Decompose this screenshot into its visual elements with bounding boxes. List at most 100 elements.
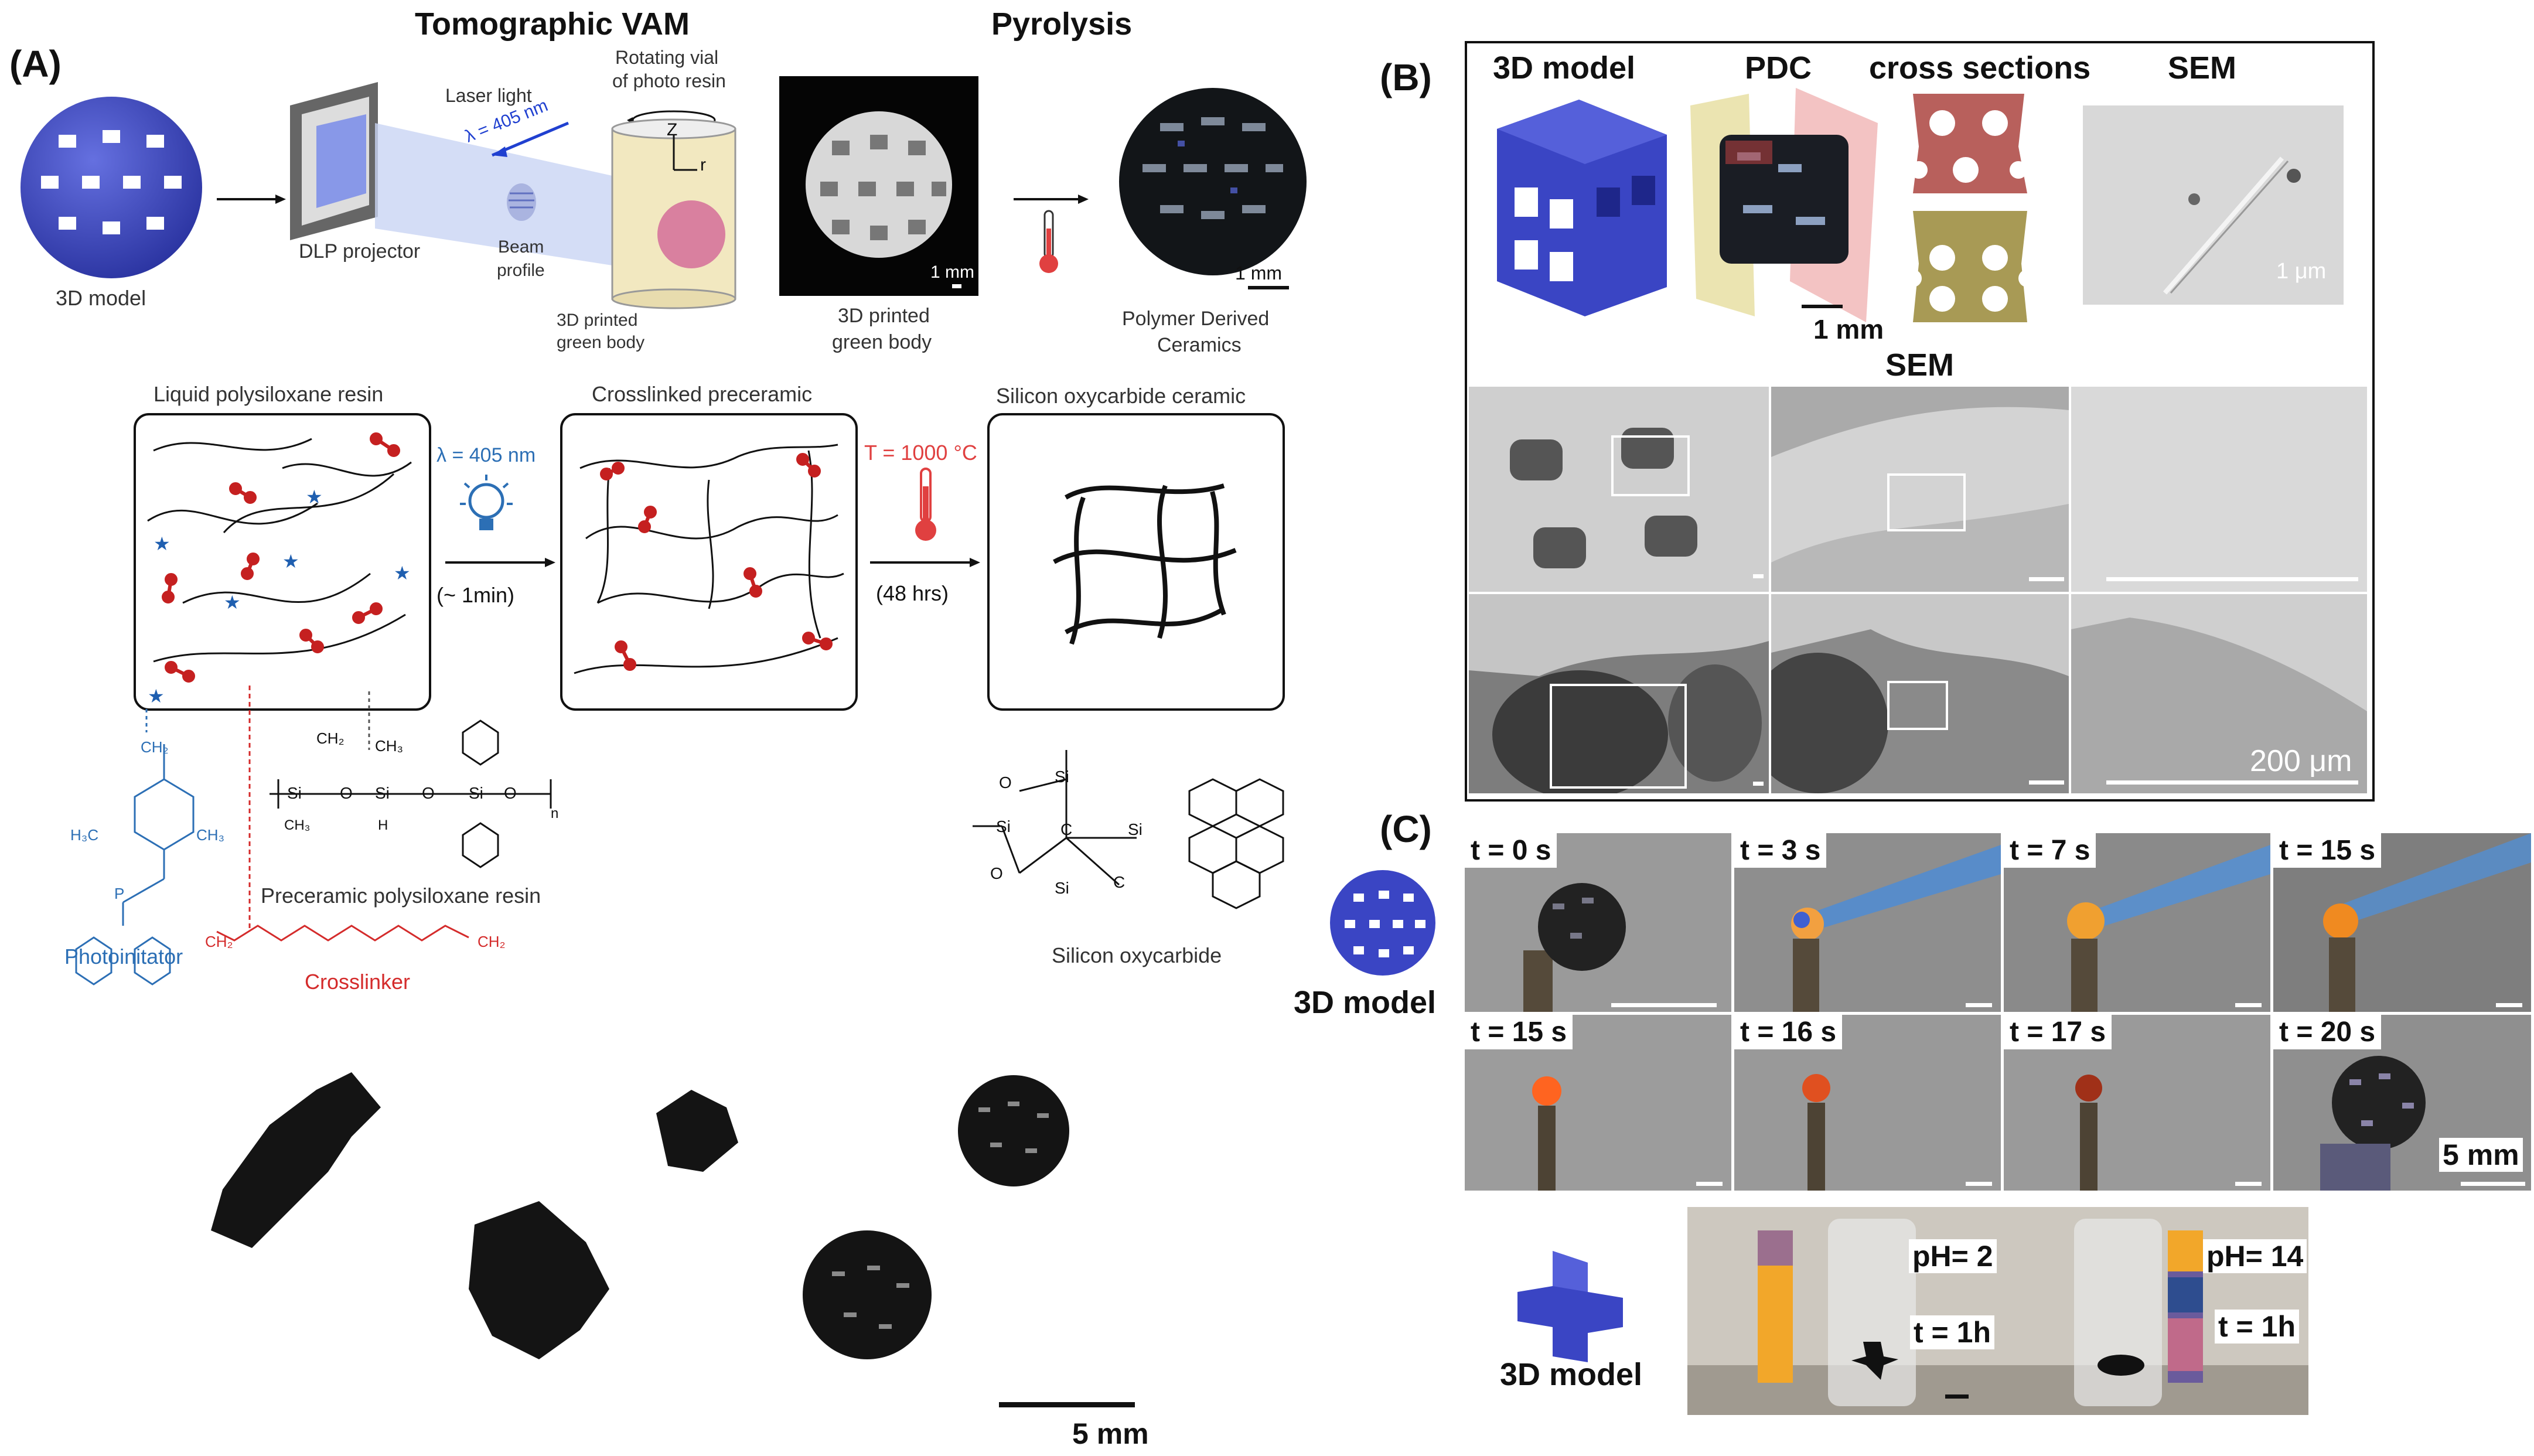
label-printed-1: 3D printed: [557, 311, 638, 330]
photo-scale-1: 1 mm: [930, 262, 974, 282]
laser-beam-icon: [375, 121, 639, 270]
sem-grid-r1c3: [2071, 387, 2367, 592]
svg-text:★: ★: [394, 562, 411, 584]
step1-cond: λ = 405 nm: [436, 444, 536, 466]
chem-ch2-cl-2: CH₂: [478, 933, 506, 950]
label-3d-model: 3D model: [56, 286, 146, 310]
label-laser: Laser light: [445, 85, 532, 106]
dlp-projector-icon: [290, 82, 378, 240]
axis-r: r: [700, 155, 706, 175]
frame-label-2: t = 7 s: [2004, 833, 2096, 868]
svg-text:★: ★: [306, 486, 323, 507]
ceramic-parts-photo: [211, 1072, 1069, 1359]
frame-4: t = 15 s: [1465, 1015, 1731, 1191]
photo-scale-bar-2: [1248, 286, 1289, 289]
frame-0: t = 0 s: [1465, 833, 1731, 1012]
ph-low: pH= 2: [1909, 1239, 1997, 1273]
label-rotating-2: of photo resin: [612, 70, 726, 91]
chem-ch2-cl-1: CH₂: [205, 933, 233, 950]
photo-scale-2: 1 mm: [1235, 262, 1282, 284]
col-cross: cross sections: [1869, 50, 2091, 86]
col-pdc: PDC: [1745, 50, 1812, 86]
label-resin: Preceramic polysiloxane resin: [261, 884, 541, 908]
cross-model-icon: [1517, 1251, 1623, 1362]
chem-ch3-resin: CH₃: [375, 737, 404, 755]
sioc-box: [987, 413, 1285, 711]
chem-si-c: Si: [1128, 820, 1142, 838]
chem-o-a: O: [999, 773, 1012, 792]
bottom-scale-bar: [999, 1402, 1135, 1407]
sem-grid-r2c3: 200 μm: [2071, 594, 2367, 793]
label-crosslinker: Crosslinker: [305, 970, 411, 994]
chem-ch2-pi: CH₂: [141, 738, 169, 756]
sem-grid-r1c2: [1771, 387, 2069, 592]
label-printed-2: green body: [557, 333, 645, 352]
chem-si-3: Si: [469, 784, 483, 802]
frame-label-1: t = 3 s: [1734, 833, 1827, 868]
frame-5: t = 16 s: [1734, 1015, 2001, 1191]
chem-o-b: O: [990, 864, 1003, 882]
title-pyrolysis: Pyrolysis: [991, 6, 1133, 42]
liquid-resin-box: ★★★★★★: [134, 413, 431, 711]
sem-scale-top: 1 μm: [2276, 259, 2327, 284]
sphere-model-small-icon: [1330, 870, 1435, 976]
sem-grid-r2c1: [1469, 594, 1769, 793]
label-beam-1: Beam: [498, 237, 544, 257]
chem-h: H: [378, 817, 388, 833]
model-label-1: 3D model: [1294, 985, 1437, 1020]
frame-label-3: t = 15 s: [2273, 833, 2382, 868]
pdc-scale-bar: [1802, 305, 1843, 308]
thermometer-icon: [915, 468, 936, 541]
step2-time: (48 hrs): [876, 581, 949, 605]
time-high: t = 1h: [2215, 1310, 2299, 1344]
green-body-photo: 1 mm: [779, 76, 978, 296]
label-green-1: 3D printed: [838, 305, 930, 327]
label-pdc-1: Polymer Derived: [1122, 308, 1270, 330]
arrow-icon: [870, 558, 980, 567]
chem-ch3-resin-2: CH₃: [284, 817, 311, 833]
frame-1: t = 3 s: [1734, 833, 2001, 1012]
sem-scale-bottom: 200 μm: [2250, 744, 2352, 778]
step2-cond: T = 1000 °C: [864, 441, 977, 465]
svg-text:★: ★: [154, 533, 170, 554]
box3-title: Silicon oxycarbide ceramic: [996, 384, 1246, 408]
chem-c-a: C: [1060, 820, 1073, 838]
frame-label-7: t = 20 s: [2273, 1015, 2382, 1049]
chemical-structures: [75, 686, 552, 986]
svg-text:★: ★: [282, 551, 299, 572]
cross-sections-photo: [1904, 94, 2036, 322]
panel-a-letter: (A): [9, 43, 62, 85]
label-green-2: green body: [832, 331, 932, 353]
frame-scale: 5 mm: [2439, 1138, 2523, 1172]
photo-scale-bar-1: [952, 284, 961, 288]
light-bulb-icon: [460, 475, 513, 530]
frame-label-5: t = 16 s: [1734, 1015, 1843, 1049]
pdc-sphere-photo: [1119, 88, 1307, 275]
arrow-icon: [217, 195, 286, 204]
rotating-vial-icon: [611, 110, 736, 309]
arrow-icon: [1014, 195, 1089, 204]
axis-z: Z: [667, 120, 678, 139]
time-low: t = 1h: [1910, 1315, 1994, 1349]
sem-mid-label: SEM: [1885, 347, 1955, 383]
cube-model-icon: [1497, 100, 1667, 316]
chem-c-b: C: [1113, 873, 1126, 891]
frame-label-4: t = 15 s: [1465, 1015, 1573, 1049]
sem-grid-r1c1: [1469, 387, 1769, 592]
chem-n: n: [551, 806, 559, 821]
ph-high: pH= 14: [2203, 1239, 2307, 1273]
sioc-network-structure: [973, 750, 1284, 909]
box1-title: Liquid polysiloxane resin: [154, 382, 384, 406]
chem-o-1: O: [340, 784, 353, 802]
box2-title: Crosslinked preceramic: [592, 382, 813, 406]
title-vam: Tomographic VAM: [415, 6, 690, 42]
chem-si-2: Si: [375, 784, 390, 802]
col-sem: SEM: [2168, 50, 2237, 86]
label-rotating-1: Rotating vial: [615, 47, 719, 68]
frame-3: t = 15 s: [2273, 833, 2531, 1012]
sem-grid-r2c2: [1771, 594, 2069, 793]
label-beam-2: profile: [497, 261, 545, 280]
chem-ch2-resin: CH₂: [316, 729, 345, 747]
label-dlp: DLP projector: [299, 240, 421, 262]
